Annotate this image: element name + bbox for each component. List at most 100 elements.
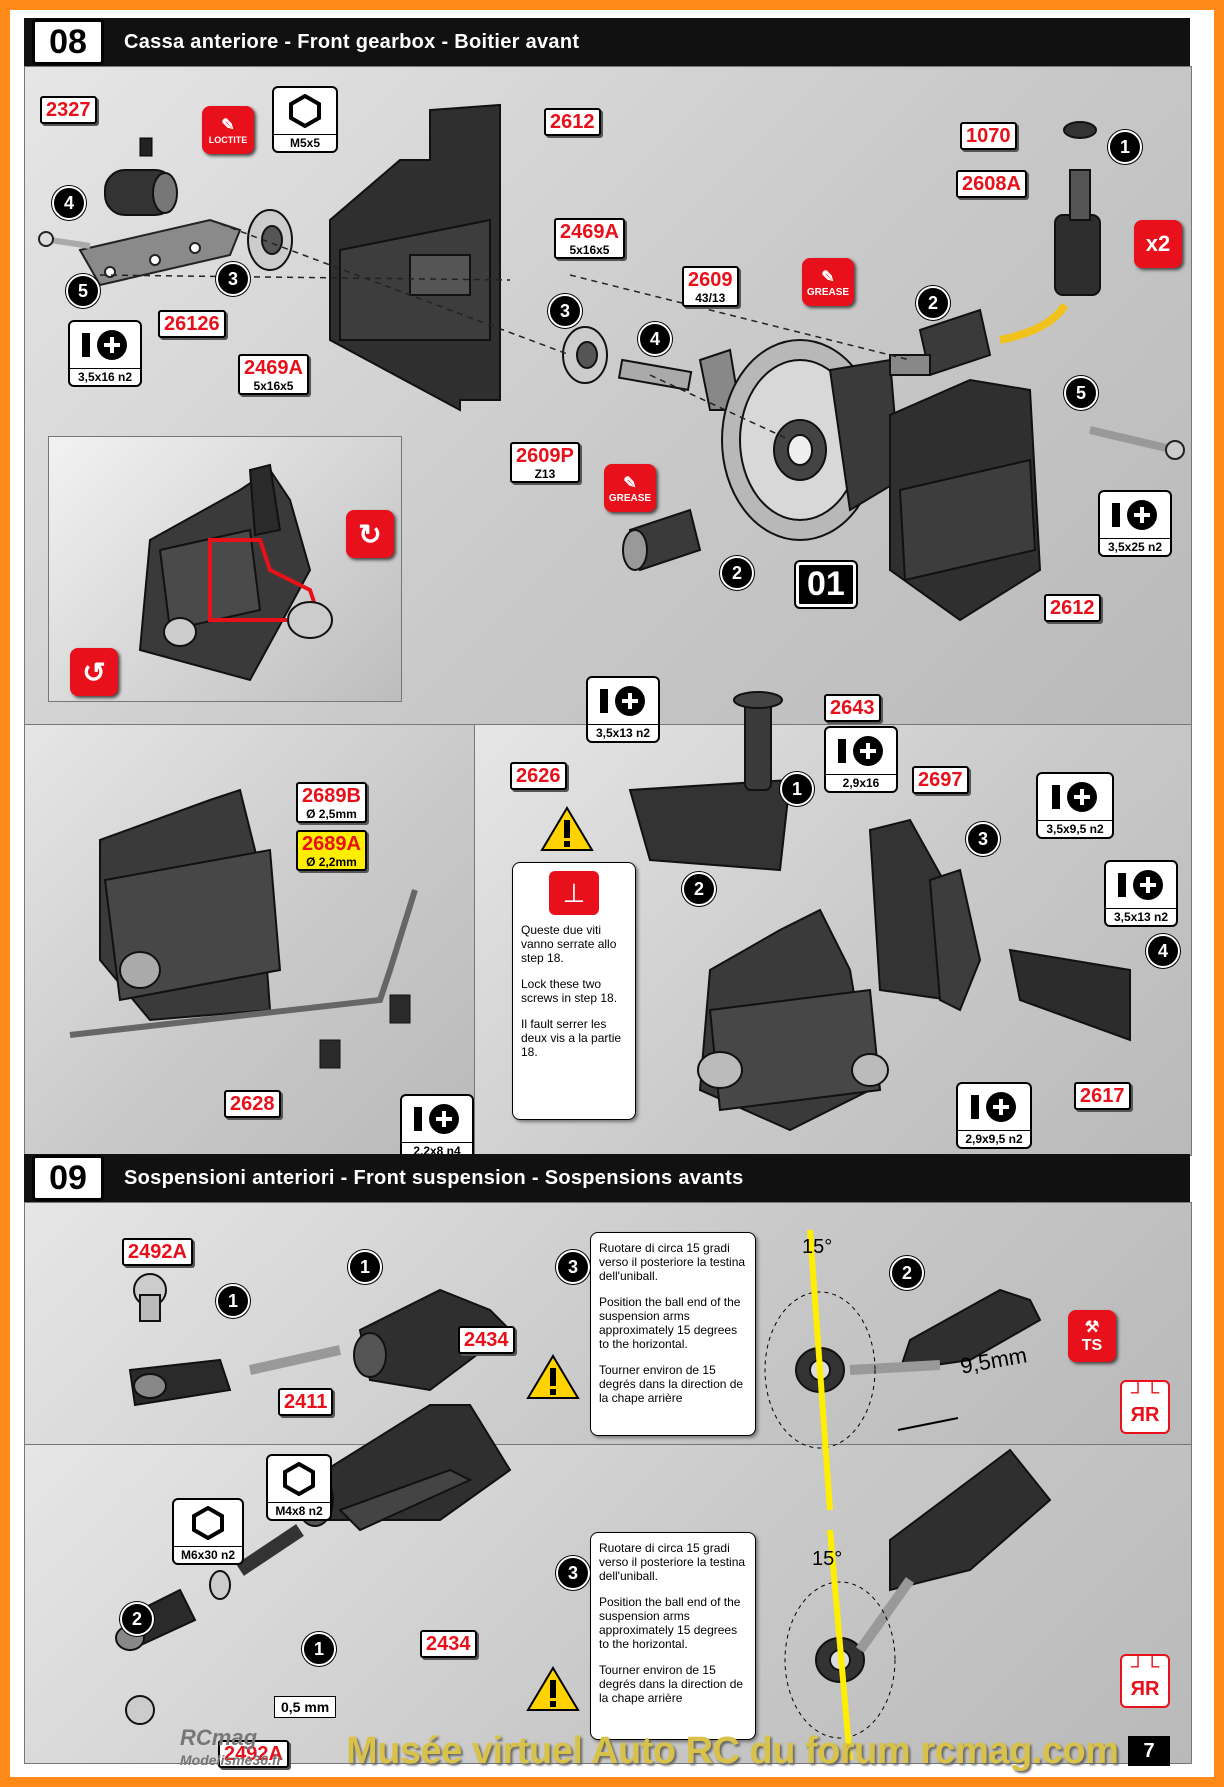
gearbox-half-left: [329, 103, 501, 412]
tool-label: 3,5x13 n2: [1106, 908, 1176, 925]
hex-socket-icon: [268, 1456, 330, 1502]
sway-bar-mounts: [319, 994, 411, 1069]
note-french: Tourner environ de 15 degrés dans la dir…: [599, 1663, 744, 1705]
rotate-icon-bottom: ↺: [70, 648, 118, 696]
part-tag-2697: 2697: [912, 766, 969, 794]
part-tag-2643: 2643: [824, 694, 881, 722]
grease-label: GREASE: [608, 492, 652, 504]
grease-badge-top: ✎ GREASE: [802, 258, 854, 306]
warning-icon: [526, 1354, 580, 1399]
screw-red-icon: ⊥: [549, 871, 599, 915]
outdrive-rear: [889, 308, 992, 377]
wrench-icon: ⚒: [1084, 1319, 1100, 1336]
rod-end-top: [128, 1358, 232, 1407]
part-tag-2469a-bottom: 2469A 5x16x5: [238, 354, 309, 395]
step-number: 1: [216, 1284, 250, 1318]
part-tag-sub: Ø 2,5mm: [306, 807, 357, 821]
logo-subtext: Modelisme36.fr: [180, 1752, 282, 1768]
tool-screw-3-5x25: 3,5x25 n2: [1098, 490, 1172, 557]
left-right-icon-top: ┘└ ЯR: [1120, 1380, 1170, 1434]
bolt-bottom: [209, 1524, 304, 1600]
left-right-icon-bottom: ┘└ ЯR: [1120, 1654, 1170, 1708]
hex-socket-icon: [274, 88, 336, 134]
angle-circle-top: [764, 1291, 876, 1449]
rotate-icon-top: ↻: [346, 510, 394, 558]
step-number: 2: [120, 1602, 154, 1636]
tool-label: M5x5: [274, 134, 336, 151]
tool-label: 3,5x16 n2: [70, 368, 140, 385]
part-tag-2689a: 2689A Ø 2,2mm: [296, 830, 367, 871]
step-number: 4: [52, 186, 86, 220]
note-french: Il fault serrer les deux vis a la partie…: [521, 1017, 622, 1059]
angle-line-top: [807, 1229, 833, 1511]
step-number: 5: [66, 274, 100, 308]
page-number: 7: [1128, 1736, 1170, 1766]
part-tag-sub: 5x16x5: [569, 243, 610, 257]
part-tag-2689b: 2689B Ø 2,5mm: [296, 782, 367, 823]
angle-label-bottom: 15°: [812, 1548, 843, 1570]
angle-note-top: Ruotare di circa 15 gradi verso il poste…: [590, 1232, 756, 1436]
shock-tower-gearbox: [697, 908, 889, 1132]
set-screw: [139, 137, 153, 157]
part-tag-2609p: 2609P Z13: [510, 442, 580, 483]
rl-glyphs: ЯR: [1130, 1404, 1160, 1426]
rcmag-logo: RCmag Modelisme36.fr: [180, 1725, 282, 1770]
tool-label: 3,5x9,5 n2: [1038, 820, 1112, 837]
inset-gearbox: [138, 463, 333, 682]
part-tag-2612-bottom: 2612: [1044, 594, 1101, 622]
outdrive-spare: [1054, 121, 1101, 296]
logo-text: RCmag: [180, 1725, 258, 1750]
sway-bar-gearbox: [99, 788, 282, 1022]
angle-circle-bottom: [784, 1581, 896, 1739]
tool-label: 2,9x9,5 n2: [958, 1130, 1030, 1147]
collar-part: [104, 169, 178, 216]
part-tag-2609: 2609 43/13: [682, 266, 739, 307]
step-number: 2: [890, 1256, 924, 1290]
ts-label: TS: [1081, 1337, 1103, 1354]
step-number: 1: [1108, 130, 1142, 164]
part-tag-26126: 26126: [158, 310, 226, 338]
phillips-screw-icon: [1038, 774, 1112, 820]
loctite-badge: ✎ LOCTITE: [202, 106, 254, 154]
section-title: Cassa anteriore - Front gearbox - Boitie…: [124, 30, 580, 53]
bearing-right: [562, 326, 608, 384]
step-number: 3: [556, 1556, 590, 1590]
bearing-left: [247, 209, 293, 271]
part-tag-2608a: 2608A: [956, 170, 1027, 198]
tool-screw-2-9x9-5: 2,9x9,5 n2: [956, 1082, 1032, 1149]
part-tag-2434-bottom: 2434: [420, 1630, 477, 1658]
step-number: 4: [1146, 934, 1180, 968]
part-tag-2617: 2617: [1074, 1082, 1131, 1110]
note-italian: Ruotare di circa 15 gradi verso il poste…: [599, 1541, 746, 1583]
grease-tube-icon: ✎: [623, 474, 637, 492]
phillips-screw-icon: [958, 1084, 1030, 1130]
note-english: Position the ball end of the suspension …: [599, 1295, 741, 1351]
part-tag-2327: 2327: [40, 96, 97, 124]
tool-screw-3-5x9-5: 3,5x9,5 n2: [1036, 772, 1114, 839]
step-number: 2: [720, 556, 754, 590]
loctite-label: LOCTITE: [208, 135, 248, 145]
turnbuckle-wrench-icon: ⚒ TS: [1068, 1310, 1116, 1362]
part-tag-2628: 2628: [224, 1090, 281, 1118]
suspension-artwork: [115, 1229, 1052, 1761]
part-tag-2434-top: 2434: [458, 1326, 515, 1354]
glue-tube-icon: ✎: [221, 117, 235, 134]
phillips-screw-icon: [826, 728, 896, 774]
museum-watermark: Musée virtuel Auto RC du forum rcmag.com: [346, 1730, 1119, 1772]
part-tag-2612-top: 2612: [544, 108, 601, 136]
step-number: 2: [916, 286, 950, 320]
part-tag-label: 2609: [688, 269, 733, 291]
tool-m5x5: M5x5: [272, 86, 338, 153]
screw-short: [38, 231, 91, 249]
step-number: 1: [780, 772, 814, 806]
part-tag-sub: Z13: [534, 467, 556, 481]
grease-badge-bottom: ✎ GREASE: [604, 464, 656, 512]
rl-glyphs: ЯR: [1130, 1678, 1160, 1700]
phillips-screw-icon: [1100, 492, 1170, 538]
tool-screw-2-2x8: 2,2x8 n4: [400, 1094, 474, 1161]
note-italian: Queste due viti vanno serrate allo step …: [521, 923, 617, 965]
note-italian: Ruotare di circa 15 gradi verso il poste…: [599, 1241, 746, 1283]
angle-label-top: 15°: [802, 1236, 833, 1258]
part-tag-2469a-top: 2469A 5x16x5: [554, 218, 625, 259]
step-number: 3: [548, 294, 582, 328]
